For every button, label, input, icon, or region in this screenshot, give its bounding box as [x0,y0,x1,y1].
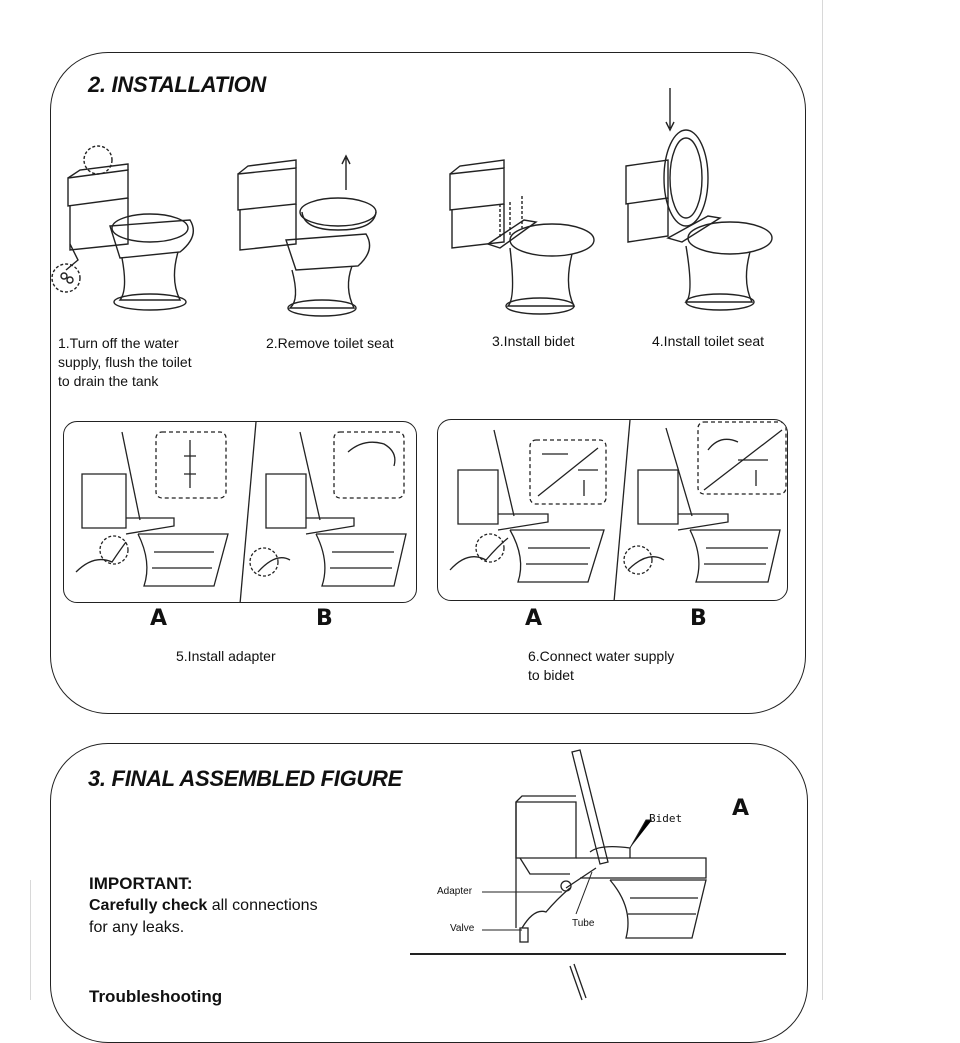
important-bold-text: Carefully check [89,897,208,914]
callout-valve: Valve [450,923,475,934]
adapter-caption: 5.Install adapter [176,648,276,664]
step1-caption: 1.Turn off the water supply, flush the t… [58,335,192,389]
step3-caption: 3.Install bidet [492,333,575,349]
adapter-label-a: A [150,606,168,631]
adapter-label-b: B [316,606,333,631]
final-figure-letter: A [732,796,750,821]
step4-caption: 4.Install toilet seat [652,333,765,349]
important-rest-1: all connections [207,897,318,914]
troubleshooting-heading: Troubleshooting [89,987,223,1006]
final-figure-divider [410,953,786,955]
callout-bidet: Bidet [649,812,683,825]
adapter-diagram [75,422,407,602]
connect-caption: 6.Connect water supply to bidet [528,648,675,683]
step4-figure [625,88,773,311]
important-rest-2: for any leaks. [89,919,185,936]
final-title: 3. FINAL ASSEMBLED FIGURE [88,766,402,791]
left-margin-line [30,880,31,1000]
adapter-diagram-box [63,421,417,603]
step2-figure [237,154,377,317]
connect-label-a: A [525,606,543,631]
important-heading: IMPORTANT: [89,874,193,893]
final-figure-b-partial [569,963,587,1001]
step3-figure [449,159,595,315]
final-assembled-figure [482,749,707,943]
important-text: Carefully check all connections for any … [89,895,318,939]
connect-diagram-box [437,419,788,601]
connect-label-b: B [690,606,707,631]
step2-caption: 2.Remove toilet seat [266,335,394,351]
callout-adapter: Adapter [437,886,473,897]
callout-tube: Tube [572,918,595,929]
installation-panel [50,52,806,714]
step1-figure [51,145,194,311]
right-margin-line [822,0,823,1000]
connect-diagram [449,420,787,600]
installation-title: 2. INSTALLATION [88,72,267,97]
